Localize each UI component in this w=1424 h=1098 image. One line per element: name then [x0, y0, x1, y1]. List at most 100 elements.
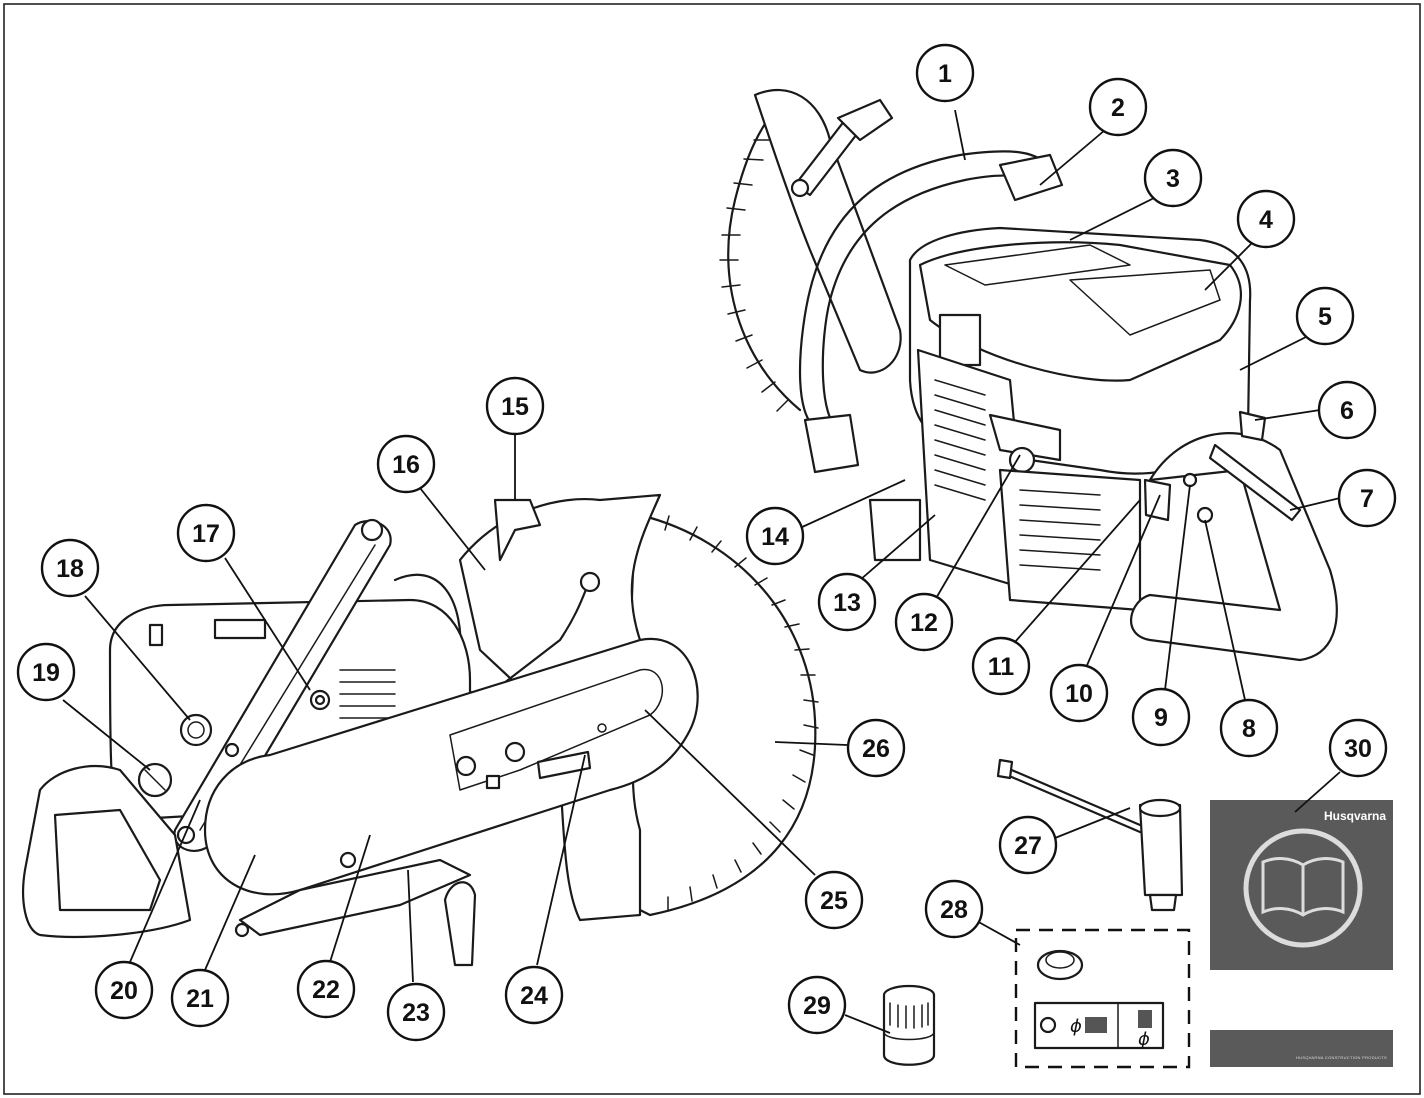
manual-ring — [1243, 828, 1363, 948]
side-decal — [213, 618, 267, 640]
callout-17: 17 — [176, 503, 236, 563]
svg-text:6: 6 — [1340, 397, 1354, 425]
svg-text:24: 24 — [520, 982, 548, 1010]
coupling-body — [882, 993, 936, 1066]
operator-manual: Husqvarna HUSQVARNA CONSTRUCTION PRODUCT… — [1210, 800, 1393, 1067]
side-cooling-fins — [339, 669, 396, 719]
side-tab — [148, 623, 164, 647]
service-kit-box: ϕ ϕ — [1014, 928, 1191, 1069]
starter-knob-inner — [187, 721, 205, 739]
front-handle-inner — [821, 174, 1042, 432]
diagram-border — [3, 3, 1421, 1095]
front-handle-outer — [798, 150, 1052, 432]
saw-rear-view — [719, 89, 1338, 662]
warning-decal — [938, 313, 982, 367]
svg-text:17: 17 — [192, 520, 220, 548]
svg-text:3: 3 — [1166, 165, 1180, 193]
handle-bolt-top — [360, 518, 384, 542]
guard-lever-knob — [790, 178, 810, 198]
callout-20: 20 — [94, 960, 154, 1020]
svg-text:25: 25 — [820, 887, 848, 915]
water-connector — [579, 571, 601, 593]
svg-text:29: 29 — [803, 992, 831, 1020]
saw-side-view — [22, 493, 819, 967]
callout-25: 25 — [804, 870, 864, 930]
guard-handle-side — [493, 498, 542, 562]
spanner-torx-tip — [996, 758, 1014, 780]
svg-text:23: 23 — [402, 999, 430, 1027]
svg-text:27: 27 — [1014, 832, 1042, 860]
belt-guard-hole — [597, 723, 607, 733]
throttle-trigger — [1208, 443, 1302, 522]
svg-text:18: 18 — [56, 555, 84, 583]
callout-16: 16 — [376, 434, 436, 494]
throttle-control — [988, 413, 1062, 462]
cover-panel — [1069, 269, 1221, 336]
spanner-socket-base — [1148, 893, 1178, 912]
svg-text:26: 26 — [862, 735, 890, 763]
svg-text:7: 7 — [1360, 485, 1374, 513]
callout-12: 12 — [894, 592, 954, 652]
handle-bolt-bottom — [176, 825, 196, 845]
callout-23: 23 — [386, 982, 446, 1042]
callout-6: 6 — [1317, 380, 1377, 440]
front-handle-grip — [803, 413, 860, 474]
rear-handle-opening — [53, 808, 162, 912]
kit-plug-inner — [1045, 951, 1075, 969]
belt-tension-indicator — [536, 750, 592, 780]
callout-bubbles: 1 2 3 4 5 6 7 8 9 10 11 12 13 14 15 16 1… — [16, 43, 1397, 1042]
svg-text:22: 22 — [312, 976, 340, 1004]
callout-9: 9 — [1131, 687, 1191, 747]
kit-plug — [1036, 949, 1084, 981]
callout-21: 21 — [170, 968, 230, 1028]
svg-text:13: 13 — [833, 589, 861, 617]
callout-7: 7 — [1337, 468, 1397, 528]
svg-text:12: 12 — [910, 609, 938, 637]
kit-sticker-bar-2 — [1138, 1010, 1152, 1028]
belt-guard — [203, 637, 699, 896]
callout-28: 28 — [924, 879, 984, 939]
water-valve — [1182, 472, 1198, 488]
callout-26: 26 — [846, 718, 906, 778]
hose-coupling — [882, 984, 936, 1066]
decompression-valve-center — [314, 694, 326, 706]
svg-text:28: 28 — [940, 896, 968, 924]
diameter-symbol: ϕ — [1070, 1016, 1082, 1037]
svg-text:2: 2 — [1111, 94, 1125, 122]
coupling-grip — [889, 1002, 929, 1029]
coupling-band — [883, 1031, 935, 1041]
decompression-valve-area — [998, 153, 1064, 202]
callout-18: 18 — [40, 538, 100, 598]
belt-nut-2 — [504, 741, 526, 763]
callout-10: 10 — [1049, 663, 1109, 723]
svg-text:1: 1 — [938, 60, 952, 88]
starter-knob — [179, 713, 213, 747]
cylinder-vents — [1019, 489, 1101, 571]
callout-24: 24 — [504, 965, 564, 1025]
svg-text:16: 16 — [392, 451, 420, 479]
manual-back — [1210, 1030, 1393, 1067]
callout-29: 29 — [787, 975, 847, 1035]
blade-guard-rear — [753, 89, 902, 374]
svg-text:30: 30 — [1344, 735, 1372, 763]
callout-27: 27 — [998, 815, 1058, 875]
callout-1: 1 — [915, 43, 975, 103]
diameter-symbol-2: ϕ — [1138, 1029, 1150, 1050]
svg-text:11: 11 — [988, 653, 1015, 681]
manual-brand: Husqvarna — [1324, 809, 1386, 823]
manual-footer: HUSQVARNA CONSTRUCTION PRODUCTS — [1296, 1055, 1387, 1060]
callout-14: 14 — [745, 506, 805, 566]
callout-5: 5 — [1295, 286, 1355, 346]
belt-adjust-screw — [485, 774, 501, 790]
spanner-socket-top — [1138, 798, 1182, 818]
svg-text:8: 8 — [1242, 715, 1256, 743]
callout-4: 4 — [1236, 189, 1296, 249]
spanner-socket — [1138, 803, 1184, 897]
svg-text:5: 5 — [1318, 303, 1332, 331]
air-filter-cover — [944, 244, 1131, 286]
guard-adjust-handle — [836, 98, 894, 142]
blade-side-teeth — [664, 515, 819, 912]
svg-text:19: 19 — [32, 659, 60, 687]
callout-8: 8 — [1219, 698, 1279, 758]
